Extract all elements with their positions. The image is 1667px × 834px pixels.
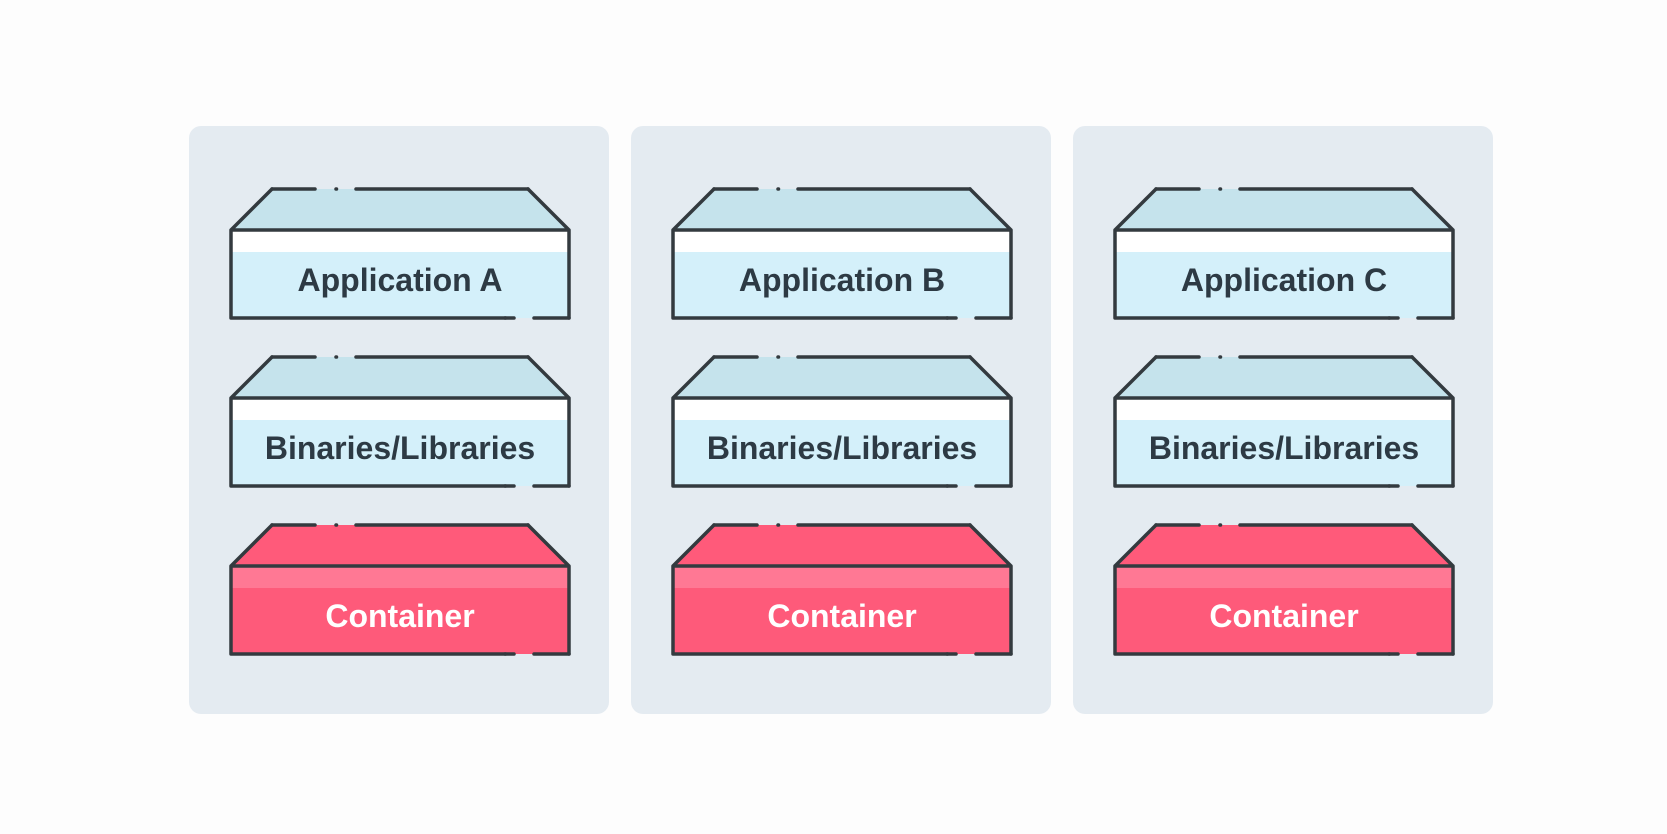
bevel-face bbox=[673, 525, 1011, 566]
bevel-face bbox=[1115, 189, 1453, 230]
outline bbox=[1113, 187, 1455, 320]
outline bbox=[229, 187, 571, 320]
libraries-layer: Binaries/Libraries bbox=[671, 355, 1013, 489]
application-layer: Application C bbox=[1113, 187, 1455, 321]
outline bbox=[229, 355, 571, 488]
application-label: Application C bbox=[1180, 262, 1388, 298]
layer-shape bbox=[229, 355, 571, 488]
outline bbox=[671, 187, 1013, 320]
bevel-face bbox=[231, 525, 569, 566]
front-stripe bbox=[1115, 566, 1453, 588]
application-label: Application A bbox=[297, 262, 503, 298]
layer-shape bbox=[229, 187, 571, 320]
stack-panel-c: Application C Binaries/Libraries Contain… bbox=[1073, 126, 1493, 714]
stack-panel-a: Application A Binaries/Libraries Contain… bbox=[189, 126, 609, 714]
front-stripe bbox=[231, 566, 569, 588]
libraries-layer: Binaries/Libraries bbox=[1113, 355, 1455, 489]
container-layer: Container bbox=[671, 523, 1013, 657]
container-layer: Container bbox=[229, 523, 571, 657]
container-label: Container bbox=[1209, 598, 1359, 634]
outline bbox=[1113, 523, 1455, 656]
outline bbox=[1113, 355, 1455, 488]
application-label: Application B bbox=[738, 262, 946, 298]
bevel-face bbox=[1115, 357, 1453, 398]
layer-shape bbox=[1113, 355, 1455, 488]
application-layer: Application A bbox=[229, 187, 571, 321]
bevel-face bbox=[231, 357, 569, 398]
container-layer: Container bbox=[1113, 523, 1455, 657]
layer-shape bbox=[671, 523, 1013, 656]
outline bbox=[671, 355, 1013, 488]
front-stripe bbox=[231, 398, 569, 420]
bevel-face bbox=[1115, 525, 1453, 566]
container-label: Container bbox=[325, 598, 475, 634]
front-stripe bbox=[673, 566, 1011, 588]
layer-shape bbox=[1113, 523, 1455, 656]
front-stripe bbox=[1115, 230, 1453, 252]
stack-panel-b: Application B Binaries/Libraries Contain… bbox=[631, 126, 1051, 714]
layer-shape bbox=[1113, 187, 1455, 320]
outline bbox=[229, 523, 571, 656]
libraries-label: Binaries/Libraries bbox=[706, 430, 978, 466]
libraries-layer: Binaries/Libraries bbox=[229, 355, 571, 489]
layer-shape bbox=[671, 355, 1013, 488]
layer-shape bbox=[229, 523, 571, 656]
front-stripe bbox=[1115, 398, 1453, 420]
outline bbox=[671, 523, 1013, 656]
application-layer: Application B bbox=[671, 187, 1013, 321]
front-stripe bbox=[673, 230, 1011, 252]
container-label: Container bbox=[767, 598, 917, 634]
front-stripe bbox=[231, 230, 569, 252]
libraries-label: Binaries/Libraries bbox=[1148, 430, 1420, 466]
bevel-face bbox=[673, 189, 1011, 230]
front-stripe bbox=[673, 398, 1011, 420]
libraries-label: Binaries/Libraries bbox=[264, 430, 536, 466]
bevel-face bbox=[673, 357, 1011, 398]
bevel-face bbox=[231, 189, 569, 230]
layer-shape bbox=[671, 187, 1013, 320]
